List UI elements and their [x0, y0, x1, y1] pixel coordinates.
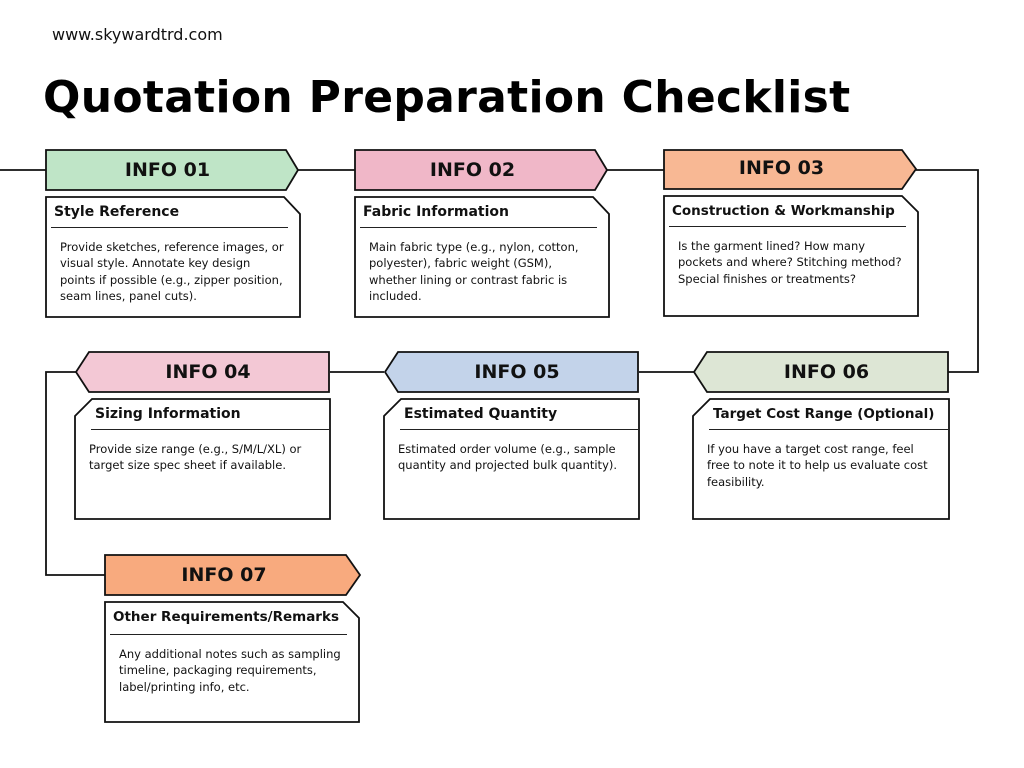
arrow-tag-shape — [384, 351, 639, 393]
step-card-07: Other Requirements/Remarks Any additiona… — [104, 601, 362, 725]
tag-fill — [663, 149, 918, 190]
card-frame — [104, 601, 360, 723]
step-heading: Estimated Quantity — [404, 406, 558, 422]
step-tag-05: INFO 05 — [384, 351, 640, 393]
arrow-tag-shape — [45, 149, 300, 191]
heading-rule — [400, 429, 638, 430]
tag-fill — [693, 351, 949, 393]
arrow-tag-shape — [663, 149, 918, 190]
tag-fill — [45, 149, 300, 191]
step-tag-label: INFO 01 — [124, 159, 211, 181]
step-description: Estimated order volume (e.g., sample qua… — [398, 442, 618, 473]
tag-fill — [104, 554, 362, 596]
tag-fill — [354, 149, 609, 191]
step-tag-label: INFO 06 — [783, 361, 870, 383]
step-card-06: Target Cost Range (Optional) If you have… — [692, 398, 951, 522]
step-heading: Construction & Workmanship — [672, 203, 895, 219]
step-tag-label: INFO 03 — [738, 157, 825, 179]
step-tag-label: INFO 05 — [474, 361, 560, 383]
page-title: Quotation Preparation Checklist — [43, 72, 851, 123]
step-card-01: Style Reference Provide sketches, refere… — [45, 196, 303, 320]
step-heading: Other Requirements/Remarks — [113, 609, 339, 625]
step-heading: Target Cost Range (Optional) — [713, 406, 935, 422]
step-tag-label: INFO 04 — [165, 361, 251, 383]
step-tag-01: INFO 01 — [45, 149, 300, 191]
step-tag-07: INFO 07 — [104, 554, 362, 596]
step-tag-02: INFO 02 — [354, 149, 609, 191]
step-heading: Sizing Information — [95, 406, 241, 422]
tag-fill — [384, 351, 639, 393]
step-heading: Style Reference — [54, 204, 180, 220]
heading-rule — [51, 227, 288, 228]
heading-rule — [669, 226, 906, 227]
step-description: Any additional notes such as sampling ti… — [119, 647, 341, 694]
heading-rule — [360, 227, 597, 228]
step-card-02: Fabric Information Main fabric type (e.g… — [354, 196, 612, 320]
step-heading: Fabric Information — [363, 204, 509, 220]
step-card-04: Sizing Information Provide size range (e… — [74, 398, 332, 522]
step-description: Is the garment lined? How many pockets a… — [678, 239, 902, 286]
step-description: If you have a target cost range, feel fr… — [707, 442, 928, 489]
step-description: Provide size range (e.g., S/M/L/XL) or t… — [89, 442, 302, 473]
heading-rule — [91, 429, 329, 430]
step-tag-03: INFO 03 — [663, 149, 918, 191]
arrow-tag-shape — [693, 351, 949, 393]
step-tag-06: INFO 06 — [693, 351, 950, 393]
step-card-05: Estimated Quantity Estimated order volum… — [383, 398, 641, 522]
step-description: Main fabric type (e.g., nylon, cotton, p… — [369, 240, 579, 304]
site-url[interactable]: www.skywardtrd.com — [52, 25, 223, 44]
heading-rule — [709, 429, 948, 430]
step-tag-04: INFO 04 — [75, 351, 331, 393]
step-tag-label: INFO 07 — [181, 564, 267, 586]
step-card-03: Construction & Workmanship Is the garmen… — [663, 195, 921, 319]
heading-rule — [110, 634, 347, 635]
step-tag-label: INFO 02 — [429, 159, 516, 181]
arrow-tag-shape — [354, 149, 609, 191]
arrow-tag-shape — [104, 554, 362, 596]
step-description: Provide sketches, reference images, or v… — [60, 240, 284, 304]
arrow-tag-shape — [75, 351, 330, 393]
tag-fill — [75, 351, 330, 393]
